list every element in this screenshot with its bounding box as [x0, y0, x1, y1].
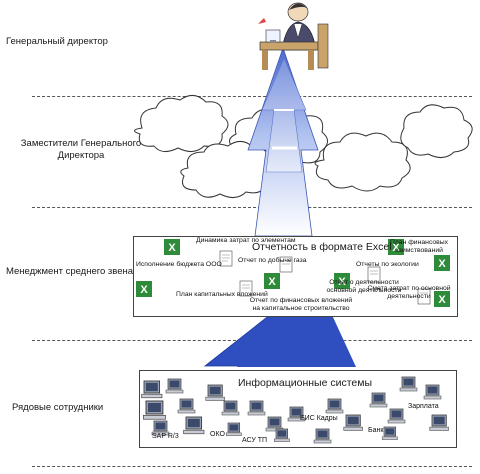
divider-4 [32, 466, 472, 467]
report-item: Исполнение бюджета ООО [136, 261, 222, 268]
excel-icon: X [334, 273, 350, 289]
system-label: АСУ ТП [242, 437, 268, 444]
report-item: Отчет по финансовых вложений на капиталь… [249, 297, 353, 312]
svg-text:X: X [140, 284, 148, 296]
excel-icon: X [136, 281, 152, 297]
computer-icon [287, 406, 306, 422]
svg-text:X: X [438, 258, 446, 270]
report-item: Отчеты по экологии [356, 261, 419, 268]
upward-arrow-large [247, 46, 319, 237]
computer-icon [325, 398, 344, 414]
report-item: Динамика затрат по элементам [196, 237, 296, 244]
system-label: ОКО [210, 431, 225, 438]
level-label-deputies: Заместители Генерального Директора [20, 138, 142, 161]
svg-text:X: X [438, 294, 446, 306]
computer-icon [313, 428, 332, 444]
document-icon [239, 280, 253, 297]
report-item: Отчет по добыче газа [238, 257, 307, 264]
excel-icon: X [434, 255, 450, 271]
document-icon [279, 256, 293, 273]
computer-icon [165, 378, 184, 394]
computer-icon [221, 400, 240, 416]
computer-icon [205, 384, 225, 401]
excel-icon: X [434, 291, 450, 307]
system-label: Банк [368, 427, 384, 434]
system-label: Зарплата [408, 403, 439, 410]
svg-text:X: X [338, 276, 346, 288]
computer-icon [247, 400, 266, 416]
computer-icon [177, 398, 196, 414]
excel-icon: X [388, 239, 404, 255]
excel-icon: X [164, 239, 180, 255]
svg-text:X: X [168, 242, 176, 254]
reports-box: X X X X X X X Отчетность в формате Excel… [133, 236, 458, 317]
cloud-icon [400, 104, 473, 158]
cloud-icon [314, 132, 411, 192]
computer-icon [141, 380, 163, 399]
systems-box-title: Информационные системы [238, 377, 373, 389]
computer-icon [225, 422, 242, 436]
reports-box-title: Отчетность в формате Excel [252, 241, 392, 253]
computer-icon [399, 376, 418, 392]
computer-icon [143, 400, 166, 420]
level-label-middle-management: Менеджмент среднего звена [6, 266, 134, 277]
systems-box: Информационные системы SAP R/3 ОКО АСУ Т… [139, 370, 457, 448]
level-label-general-director: Генеральный директор [6, 36, 108, 47]
divider-1 [32, 96, 472, 97]
computer-icon [273, 428, 290, 442]
executive-at-desk-icon [258, 2, 329, 70]
report-item: Смета затрат по основной деятельности [367, 285, 451, 300]
report-item: План капитальных вложений [176, 291, 268, 298]
document-icon [417, 288, 431, 305]
computers-layer [141, 376, 449, 444]
svg-text:X: X [392, 242, 400, 254]
computer-icon [343, 414, 363, 431]
computer-icon [387, 408, 406, 424]
computer-icon [183, 416, 205, 435]
cloud-icon [134, 95, 229, 152]
computer-icon [423, 384, 442, 400]
system-label: ЕИС Кадры [300, 415, 338, 422]
reports-icons: X X X X X X X [136, 239, 450, 307]
report-item: План финансовых заимствований [389, 239, 449, 254]
svg-text:X: X [268, 276, 276, 288]
divider-2 [32, 207, 472, 208]
document-icon [219, 250, 233, 267]
computer-icon [429, 414, 449, 431]
report-item: Отчет о деятельности основной деятельнос… [326, 279, 402, 294]
computer-icon [151, 420, 170, 436]
system-label: SAP R/3 [152, 433, 179, 440]
excel-icon: X [264, 273, 280, 289]
computer-icon [381, 426, 398, 440]
computer-icon [369, 392, 388, 408]
level-label-employees: Рядовые сотрудники [12, 402, 104, 413]
document-icon [367, 266, 381, 283]
